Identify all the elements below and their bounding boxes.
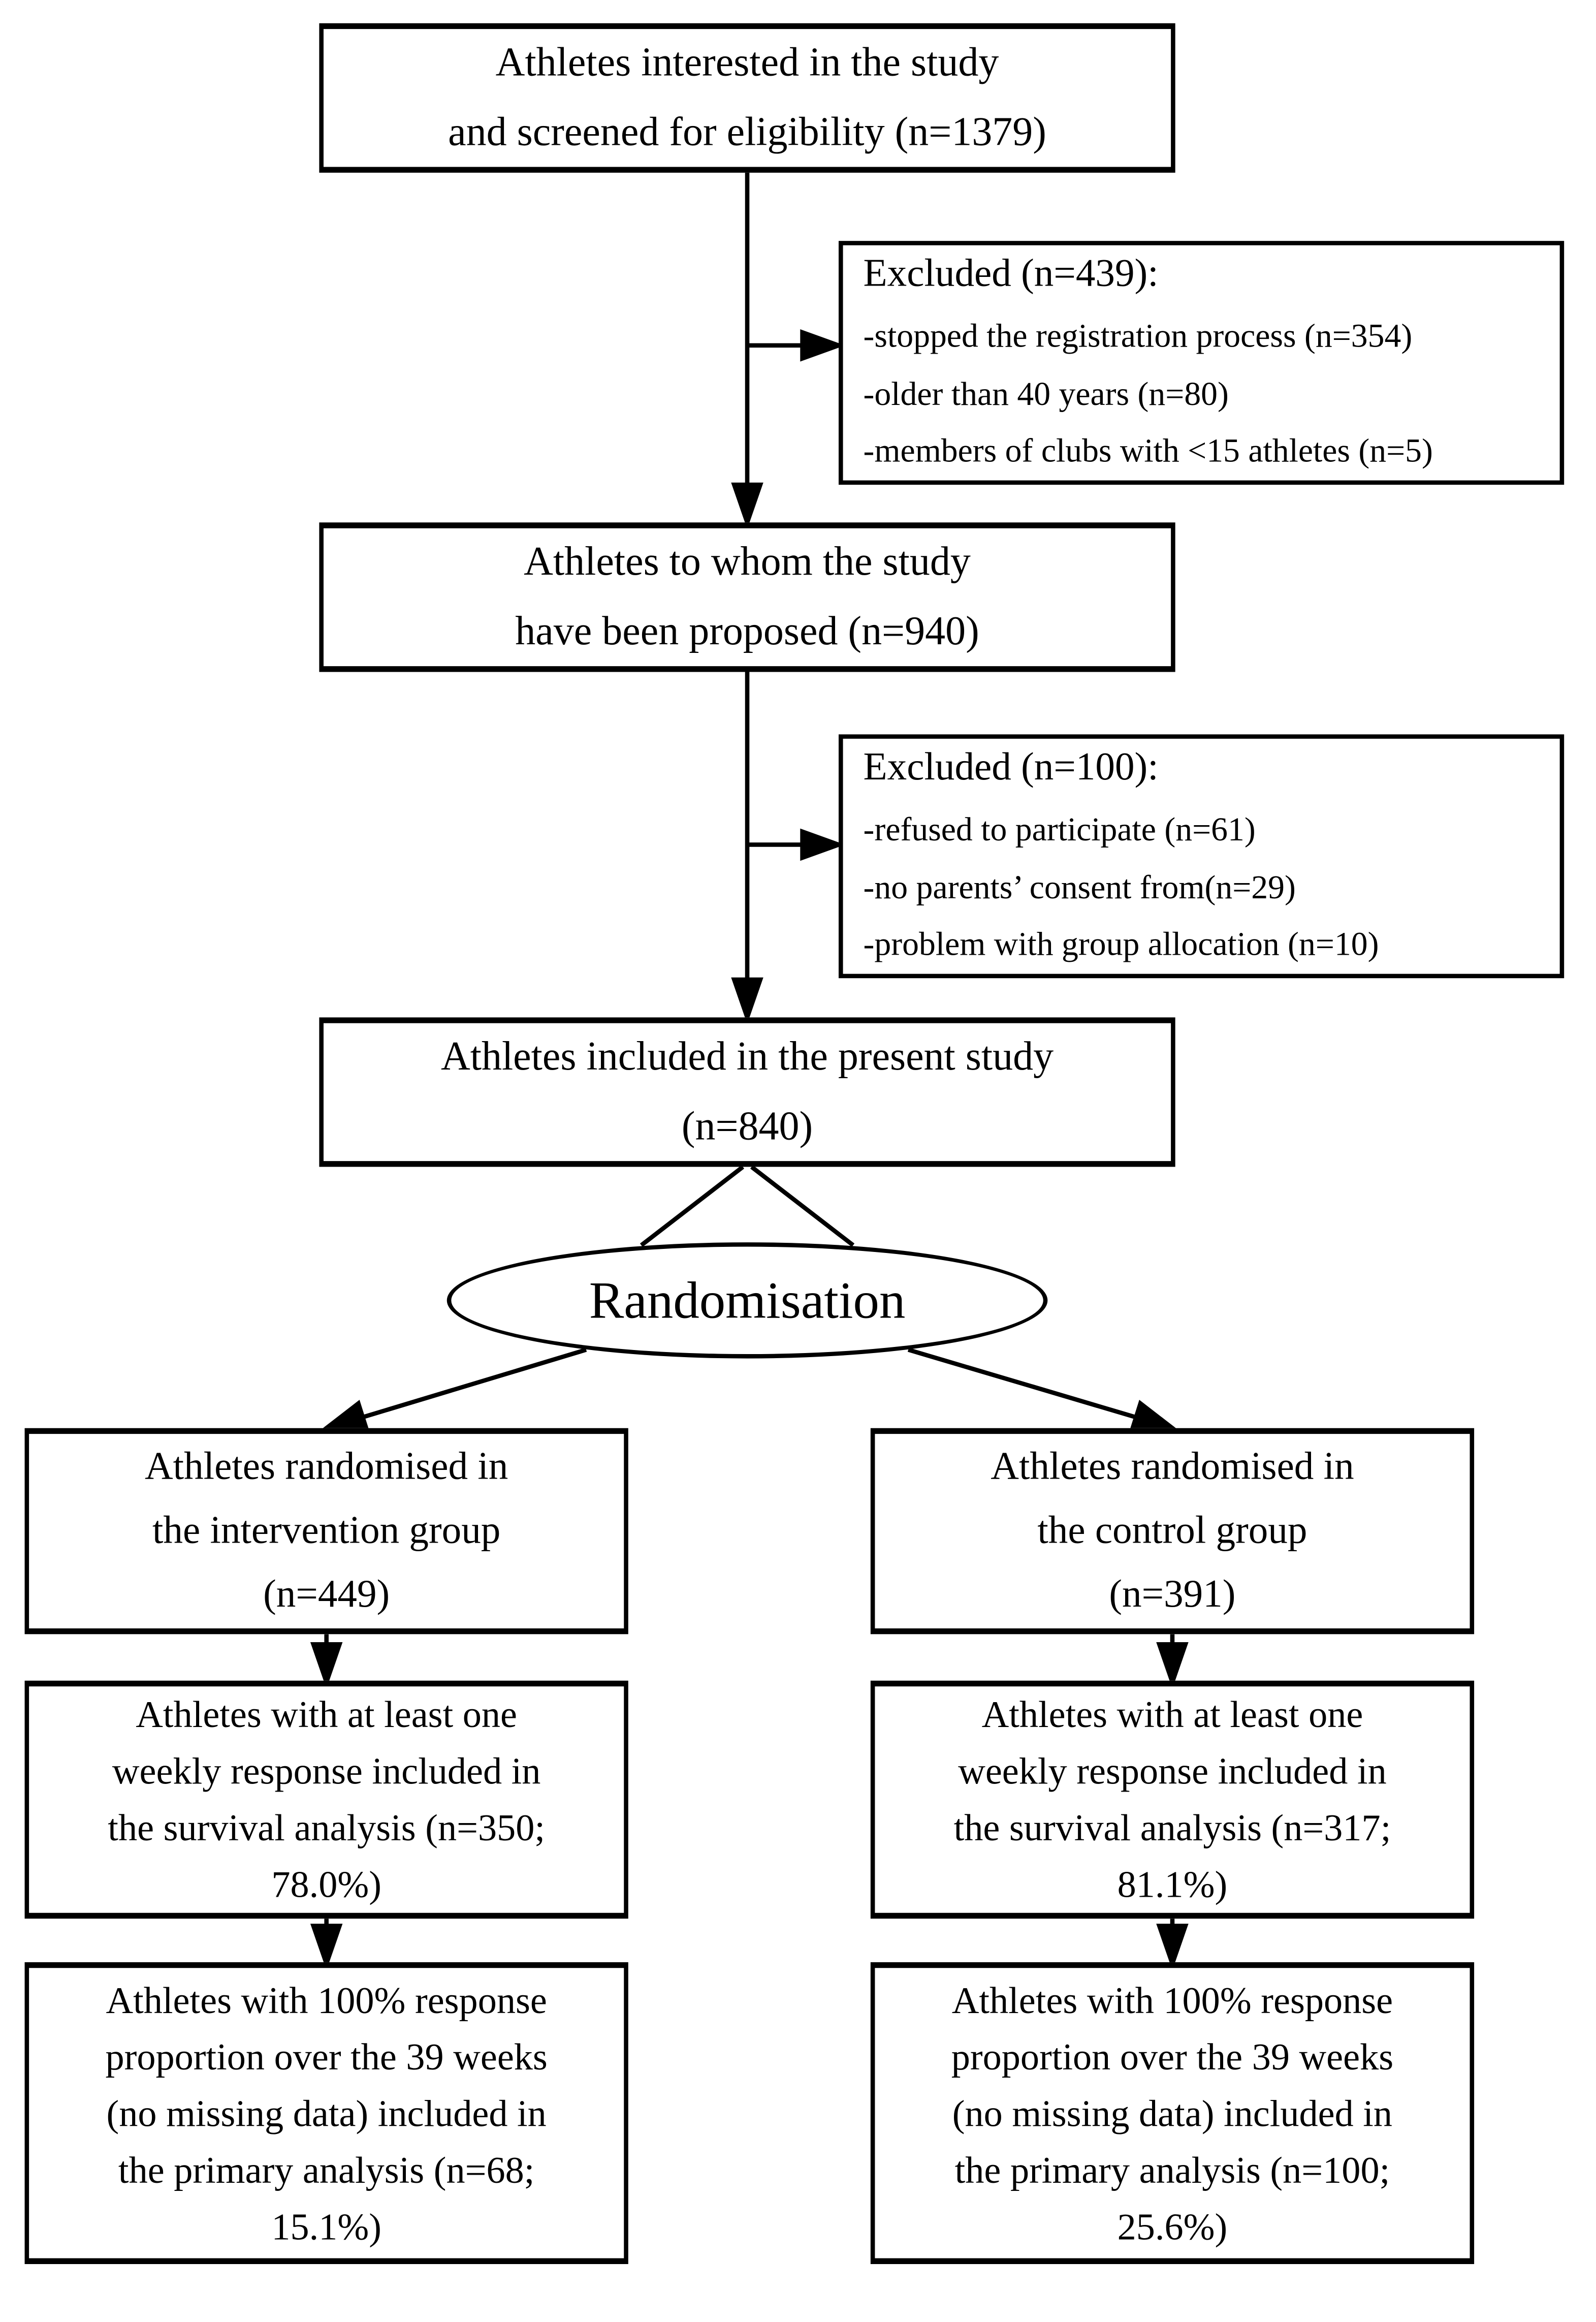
excluded-2-item: -no parents’ consent from(n=29)	[863, 869, 1296, 905]
arrowhead-to-excluded-1	[800, 329, 845, 362]
box-primary-intervention: Athletes with 100% response proportion o…	[24, 1962, 628, 2264]
randomisation-label: Randomisation	[589, 1271, 906, 1330]
arrowhead-to-excluded-2	[800, 828, 845, 861]
arrowhead-to-survival-control	[1156, 1642, 1189, 1689]
box-included: Athletes included in the present study (…	[319, 1017, 1175, 1167]
box-survival-control: Athletes with at least one weekly respon…	[870, 1680, 1475, 1919]
box-proposed: Athletes to whom the study have been pro…	[319, 522, 1175, 672]
excluded-1-item: -stopped the registration process (n=354…	[863, 318, 1413, 355]
excluded-2-item: -refused to participate (n=61)	[863, 811, 1256, 848]
arrowhead-to-survival-intervention	[310, 1642, 343, 1689]
box-survival-intervention: Athletes with at least one weekly respon…	[24, 1680, 628, 1919]
box-survival-intervention-text: Athletes with at least one weekly respon…	[108, 1693, 546, 1906]
arrowhead-to-intervention	[321, 1399, 370, 1434]
excluded-2-heading: Excluded (n=100):	[863, 744, 1159, 789]
excluded-1-item: -older than 40 years (n=80)	[863, 375, 1229, 412]
line-included-to-randomisation-right	[750, 1165, 855, 1247]
arrowhead-to-primary-control	[1156, 1924, 1189, 1970]
box-excluded-2: Excluded (n=100): -refused to participat…	[838, 734, 1565, 979]
box-control-group: Athletes randomised in the control group…	[870, 1428, 1475, 1635]
line-randomisation-to-intervention	[340, 1347, 587, 1426]
box-survival-control-text: Athletes with at least one weekly respon…	[953, 1693, 1391, 1906]
box-screened-text: Athletes interested in the study and scr…	[448, 40, 1046, 155]
excluded-1-item: -members of clubs with <15 athletes (n=5…	[863, 433, 1433, 469]
excluded-2-item: -problem with group allocation (n=10)	[863, 926, 1379, 963]
arrowhead-to-included	[731, 977, 763, 1024]
box-intervention-group: Athletes randomised in the intervention …	[24, 1428, 628, 1635]
box-included-text: Athletes included in the present study (…	[440, 1034, 1054, 1149]
box-excluded-1: Excluded (n=439): -stopped the registrat…	[838, 241, 1565, 485]
arrowhead-to-primary-intervention	[310, 1924, 343, 1970]
box-screened: Athletes interested in the study and scr…	[319, 23, 1175, 173]
box-control-text: Athletes randomised in the control group…	[991, 1445, 1354, 1615]
box-intervention-text: Athletes randomised in the intervention …	[144, 1445, 508, 1615]
box-proposed-text: Athletes to whom the study have been pro…	[515, 540, 979, 654]
excluded-1-heading: Excluded (n=439):	[863, 251, 1159, 295]
box-primary-control-text: Athletes with 100% response proportion o…	[951, 1979, 1394, 2248]
ellipse-randomisation: Randomisation	[446, 1242, 1048, 1359]
arrowhead-to-control	[1129, 1399, 1178, 1434]
line-included-to-randomisation-left	[640, 1165, 745, 1247]
line-randomisation-to-control	[907, 1347, 1159, 1426]
box-primary-control: Athletes with 100% response proportion o…	[870, 1962, 1475, 2264]
box-primary-intervention-text: Athletes with 100% response proportion o…	[105, 1979, 548, 2248]
arrowhead-to-proposed	[731, 482, 763, 529]
